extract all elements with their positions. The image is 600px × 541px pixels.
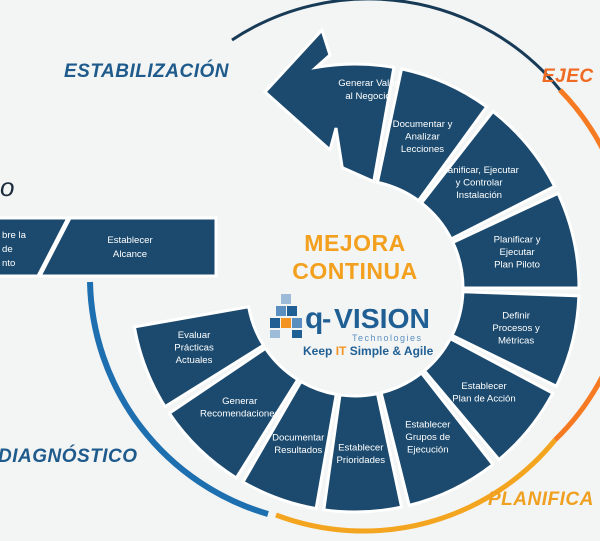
logo-tagline: Keep IT Simple & Agile (303, 344, 434, 358)
segment-label-plan-accion-1: Establecer (461, 381, 507, 392)
segment-generar-valor (262, 27, 396, 184)
cycle-segments: EvaluarPrácticasActualesGenerarRecomenda… (132, 27, 581, 514)
blue-arc (87, 281, 269, 517)
segment-label-definir-procesos-1: Definir (502, 311, 531, 322)
segment-label-instalacion-2: y Controlar (456, 177, 504, 188)
segment-plan-piloto (450, 191, 581, 290)
segment-label-plan-piloto-1: Planificar y (494, 235, 541, 246)
segment-label-generar-valor-2: al Negocio (345, 91, 390, 102)
segment-label-generar-valor-1: Generar Valor (338, 78, 398, 89)
left-bar-alcance (37, 216, 218, 278)
segment-establecer-prioridades (322, 391, 404, 514)
segment-label-definir-procesos-2: Procesos y (492, 323, 540, 334)
segment-label-lecciones-1: Documentar y (393, 119, 453, 130)
segment-label-documentar-resultados-2: Resultados (274, 445, 322, 456)
segment-label-plan-piloto-2: Ejecutar (499, 247, 535, 258)
partial-text: o (0, 172, 14, 202)
segment-label-grupos-ejecucion-3: Ejecución (407, 445, 449, 456)
segment-label-establecer-prioridades-1: Establecer (338, 443, 384, 454)
cube-icon (270, 294, 302, 338)
orange-arc (553, 88, 600, 442)
segment-grupos-ejecucion (379, 370, 496, 508)
establecer-alcance-line2: Alcance (113, 249, 147, 260)
left-bar-fragment (0, 216, 71, 278)
gold-arc (275, 438, 557, 534)
segment-label-definir-procesos-3: Métricas (498, 336, 534, 347)
logo-dash: - (322, 303, 331, 334)
establecer-alcance-line1: Establecer (107, 235, 153, 246)
segment-label-establecer-prioridades-2: Prioridades (337, 455, 386, 466)
segment-generar-recomendaciones (167, 346, 300, 481)
center-title-line2: CONTINUA (292, 258, 417, 284)
phase-estabilizacion: ESTABILIZACIÓN (64, 60, 230, 82)
segment-definir-procesos (450, 290, 581, 389)
segment-documentar-resultados (240, 379, 338, 511)
segment-plan-accion (422, 336, 555, 462)
segment-label-instalacion-1: Planificar, Ejecutar (439, 165, 519, 176)
segment-label-generar-recomendaciones-1: Generar (222, 396, 258, 407)
segment-label-grupos-ejecucion-1: Establecer (405, 420, 451, 431)
segment-label-plan-accion-2: Plan de Acción (452, 394, 515, 405)
segment-label-instalacion-3: Instalación (456, 190, 502, 201)
phase-ejecucion: EJEC (542, 66, 594, 87)
logo-q: q (305, 302, 323, 335)
segment-label-generar-recomendaciones-2: Recomendaciones (200, 409, 280, 420)
phase-planificacion: PLANIFICA (488, 489, 594, 510)
segment-label-evaluar-2: Prácticas (174, 342, 214, 353)
tagline-pre: Keep (303, 344, 336, 358)
segment-label-grupos-ejecucion-2: Grupos de (405, 432, 450, 443)
tagline-post: Simple & Agile (346, 344, 433, 358)
left-fragment-line2: de (2, 244, 13, 255)
segment-label-evaluar-3: Actuales (176, 355, 213, 366)
q-vision-logo: q - VISION Technologies Keep IT Simple &… (270, 294, 434, 358)
segment-label-evaluar-1: Evaluar (178, 330, 211, 341)
segment-label-plan-piloto-3: Plan Piloto (494, 260, 540, 271)
outer-top-arc (231, 0, 562, 91)
phase-diagnostico: DIAGNÓSTICO (0, 445, 138, 467)
segment-label-lecciones-2: Analizar (405, 131, 440, 142)
segment-lecciones (375, 67, 489, 203)
center-title-line1: MEJORA (304, 230, 405, 256)
left-fragment-line3: nto (2, 258, 15, 269)
left-fragment-line1: bre la (2, 230, 27, 241)
logo-vision: VISION (334, 303, 430, 334)
segment-instalacion (419, 109, 557, 241)
segment-label-lecciones-3: Lecciones (401, 144, 444, 155)
left-bar: bre la de nto Establecer Alcance (0, 216, 218, 278)
tagline-it: IT (336, 344, 347, 358)
segment-evaluar (132, 305, 266, 409)
segment-label-documentar-resultados-1: Documentar (272, 433, 325, 444)
logo-sub: Technologies (352, 333, 423, 343)
